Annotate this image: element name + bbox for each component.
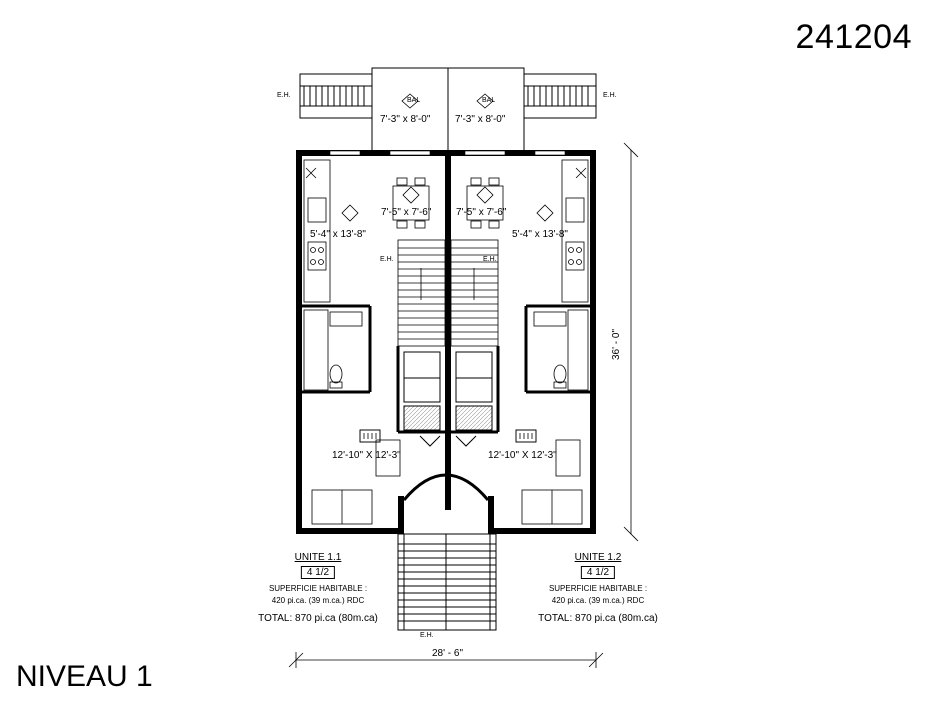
unit-2-type: 4 1/2 bbox=[580, 566, 616, 579]
bathroom-left bbox=[303, 309, 363, 391]
dining-dim-left: 7'-5" x 7'-6" bbox=[381, 207, 432, 218]
living-furniture-left bbox=[311, 429, 401, 525]
balcony-tag-right: BAL bbox=[482, 97, 496, 104]
balcony-dim-left: 7'-3" x 8'-0" bbox=[380, 114, 431, 125]
interior-stair-right bbox=[450, 239, 499, 347]
unit-1-area-value: 420 pi.ca. (39 m.ca.) RDC bbox=[271, 596, 365, 605]
depth-dimension-label: 36' - 0" bbox=[611, 328, 622, 360]
rear-stair-left bbox=[299, 73, 373, 119]
kitchen-tag-left bbox=[341, 204, 359, 222]
unit-1-total: TOTAL: 870 pi.ca (80m.ca) bbox=[258, 613, 378, 624]
eh-label-rear-right: E.H. bbox=[603, 92, 617, 99]
unit-1-type: 4 1/2 bbox=[300, 566, 336, 579]
entry-arch bbox=[402, 473, 490, 501]
project-number: 241204 bbox=[795, 18, 912, 56]
interior-walls-left bbox=[302, 304, 445, 434]
unit-2-area-label: SUPERFICIE HABITABLE : bbox=[548, 584, 648, 593]
balcony-right bbox=[447, 67, 525, 155]
unit-2-title: UNITE 1.2 bbox=[574, 552, 622, 563]
kitchen-dim-left: 5'-4" x 13'-8" bbox=[310, 229, 366, 240]
exterior-walls bbox=[296, 150, 596, 534]
level-title: NIVEAU 1 bbox=[16, 660, 153, 693]
unit-2-total: TOTAL: 870 pi.ca (80m.ca) bbox=[538, 613, 658, 624]
balcony-left bbox=[371, 67, 449, 155]
eh-label-rear-left: E.H. bbox=[277, 92, 291, 99]
unit-1-title: UNITE 1.1 bbox=[294, 552, 342, 563]
kitchen-counter-right bbox=[561, 159, 589, 303]
kitchen-counter-left bbox=[303, 159, 331, 303]
dining-dim-right: 7'-5" x 7'-6" bbox=[456, 207, 507, 218]
interior-stair-left bbox=[397, 239, 446, 347]
width-dimension-label: 28' - 6" bbox=[432, 648, 464, 659]
depth-dimension bbox=[623, 142, 639, 542]
width-dimension bbox=[288, 652, 604, 668]
living-dim-right: 12'-10" X 12'-3" bbox=[488, 450, 557, 461]
eh-label-int-right: E.H. bbox=[483, 256, 497, 263]
living-dim-left: 12'-10" X 12'-3" bbox=[332, 450, 401, 461]
unit-1-area-label: SUPERFICIE HABITABLE : bbox=[268, 584, 368, 593]
rear-windows bbox=[329, 150, 566, 156]
eh-label-int-left: E.H. bbox=[380, 256, 394, 263]
balcony-tag-left: BAL bbox=[407, 97, 421, 104]
vestibule-right bbox=[455, 351, 493, 447]
front-stairs bbox=[397, 533, 497, 631]
kitchen-tag-right bbox=[536, 204, 554, 222]
eh-label-front: E.H. bbox=[420, 632, 434, 639]
balcony-dim-right: 7'-3" x 8'-0" bbox=[455, 114, 506, 125]
unit-2-area-value: 420 pi.ca. (39 m.ca.) RDC bbox=[551, 596, 645, 605]
living-tag-left bbox=[359, 429, 381, 443]
dining-table-right bbox=[466, 177, 504, 229]
dining-table-left bbox=[392, 177, 430, 229]
living-furniture-right bbox=[515, 429, 583, 525]
kitchen-dim-right: 5'-4" x 13'-8" bbox=[512, 229, 568, 240]
living-tag-right bbox=[515, 429, 537, 443]
interior-walls-right bbox=[451, 304, 590, 434]
bathroom-right bbox=[533, 309, 589, 391]
rear-stair-right bbox=[523, 73, 597, 119]
vestibule-left bbox=[403, 351, 441, 447]
